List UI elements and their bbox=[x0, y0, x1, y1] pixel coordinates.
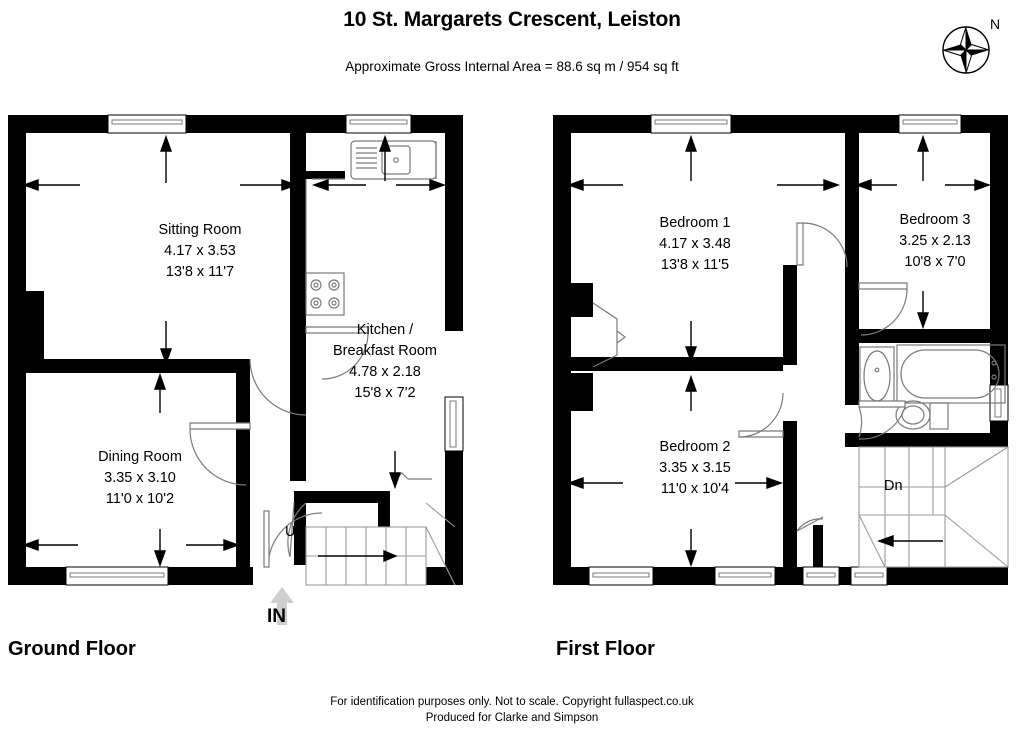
room-name: Sitting Room bbox=[158, 222, 242, 238]
entrance-arrow-icon bbox=[270, 587, 294, 625]
compass-north-label: N bbox=[990, 16, 1001, 32]
room-imperial-dims: 15'8 x 7'2 bbox=[354, 385, 416, 401]
staircase-down bbox=[858, 446, 1009, 568]
room-metric-dims: 4.78 x 2.18 bbox=[349, 364, 421, 380]
room-label-bedroom-3: Bedroom 3 3.25 x 2.13 10'8 x 7'0 bbox=[860, 210, 1010, 273]
room-metric-dims: 3.25 x 2.13 bbox=[899, 233, 971, 249]
kitchen-fixtures bbox=[305, 140, 437, 316]
footer-produced-for-line: Produced for Clarke and Simpson bbox=[425, 712, 599, 724]
first-floor-plan: Bedroom 1 4.17 x 3.48 13'8 x 11'5 Bedroo… bbox=[545, 105, 1024, 625]
room-name: Kitchen / bbox=[356, 322, 414, 338]
ground-floor-doors bbox=[189, 326, 432, 568]
dimension-arrows bbox=[566, 134, 992, 568]
room-metric-dims: 3.35 x 3.15 bbox=[659, 460, 731, 476]
room-metric-dims: 4.17 x 3.53 bbox=[164, 243, 236, 259]
entrance-label: IN bbox=[267, 606, 286, 627]
ground-floor-caption: Ground Floor bbox=[8, 638, 136, 660]
compass-rose: N bbox=[938, 16, 1018, 78]
bath-icon bbox=[896, 344, 1006, 404]
gross-internal-area-text: Approximate Gross Internal Area = 88.6 s… bbox=[345, 59, 679, 74]
room-label-bedroom-1: Bedroom 1 4.17 x 3.48 13'8 x 11'5 bbox=[605, 213, 785, 276]
room-metric-dims: 4.17 x 3.48 bbox=[659, 236, 731, 252]
footer-copyright-line: For identification purposes only. Not to… bbox=[330, 696, 694, 708]
first-floor-walls bbox=[553, 114, 1009, 586]
first-floor-caption: First Floor bbox=[556, 638, 655, 660]
stairs-down-arrow bbox=[876, 535, 943, 547]
room-label-bedroom-2: Bedroom 2 3.35 x 3.15 11'0 x 10'4 bbox=[605, 437, 785, 500]
room-imperial-dims: 13'8 x 11'5 bbox=[660, 257, 730, 273]
ground-floor-plan: Sitting Room 4.17 x 3.53 13'8 x 11'7 Din… bbox=[0, 105, 520, 625]
room-imperial-dims: 13'8 x 11'7 bbox=[165, 264, 235, 280]
dimension-arrows bbox=[21, 134, 447, 568]
room-label-sitting-room: Sitting Room 4.17 x 3.53 13'8 x 11'7 bbox=[110, 220, 290, 283]
room-name: Dining Room bbox=[98, 449, 182, 465]
bathroom-fixtures bbox=[859, 344, 1006, 430]
first-floor-doors bbox=[592, 222, 908, 532]
room-name: Bedroom 1 bbox=[659, 215, 731, 231]
page-title: 10 St. Margarets Crescent, Leiston bbox=[343, 8, 681, 31]
room-imperial-dims: 11'0 x 10'4 bbox=[660, 481, 730, 497]
room-name: Bedroom 2 bbox=[659, 439, 731, 455]
hob-icon bbox=[305, 272, 345, 316]
stairs-up-label: Up bbox=[285, 524, 304, 540]
basin-icon bbox=[859, 346, 895, 406]
room-imperial-dims: 11'0 x 10'2 bbox=[105, 491, 175, 507]
footer: For identification purposes only. Not to… bbox=[0, 694, 1024, 726]
room-label-dining-room: Dining Room 3.35 x 3.10 11'0 x 10'2 bbox=[45, 447, 235, 510]
room-name: Bedroom 3 bbox=[899, 212, 971, 228]
room-name-line2: Breakfast Room bbox=[333, 343, 437, 359]
stairs-down-label: Dn bbox=[884, 478, 903, 494]
room-imperial-dims: 10'8 x 7'0 bbox=[904, 254, 966, 270]
stairs-up-arrow bbox=[318, 549, 398, 563]
room-metric-dims: 3.35 x 3.10 bbox=[104, 470, 176, 486]
room-label-kitchen-breakfast-room: Kitchen / Breakfast Room 4.78 x 2.18 15'… bbox=[315, 320, 455, 404]
